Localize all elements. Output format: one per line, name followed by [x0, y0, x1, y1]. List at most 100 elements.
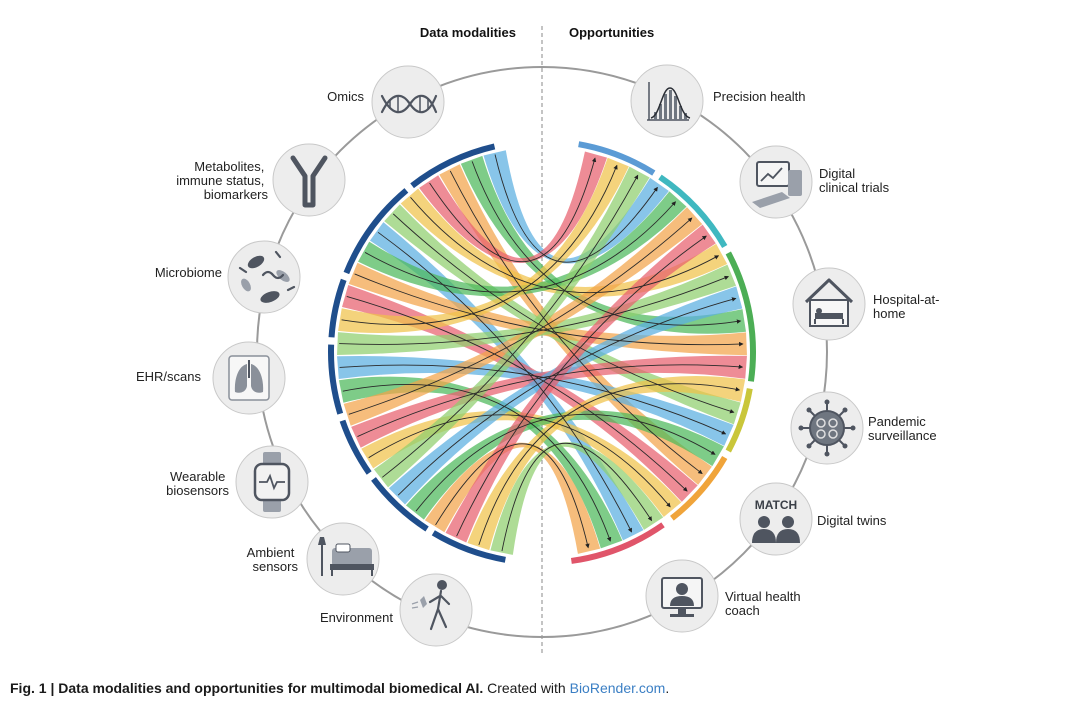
chord-arrow	[339, 364, 727, 435]
chord-ribbon	[373, 166, 650, 488]
label-coach: Virtual health coach	[725, 589, 804, 618]
match-text: MATCH	[755, 498, 797, 512]
label-trials: Digital clinical trials	[819, 166, 890, 195]
label-wearable: Wearable biosensors	[166, 469, 229, 498]
opportunity-node-coach: Virtual health coach	[645, 559, 804, 633]
chord-arrow	[429, 157, 597, 263]
opportunity-node-trials: Digital clinical trials	[739, 145, 890, 219]
modality-arc-segment	[328, 344, 344, 415]
label-ehr: EHR/scans	[136, 369, 202, 384]
modality-node-wearable: Wearable biosensors	[166, 445, 309, 519]
chord-arrow	[435, 443, 590, 549]
opportunity-arc-segments	[570, 141, 756, 564]
chord-ribbon	[358, 191, 687, 297]
chord-arrow	[397, 297, 737, 496]
chord-ribbon	[419, 151, 608, 264]
chord-arrow	[382, 174, 639, 478]
video-call-icon	[661, 577, 703, 617]
chord-ribbon	[400, 188, 728, 297]
header-opportunities: Opportunities	[569, 25, 654, 40]
opportunity-node-precision: Precision health	[630, 64, 806, 138]
chord-arrow	[348, 217, 693, 415]
label-twins: Digital twins	[817, 513, 887, 528]
caption-end: .	[665, 680, 670, 696]
chord-ribbon	[467, 375, 746, 551]
figure-caption: Fig. 1 | Data modalities and opportuniti…	[10, 680, 669, 696]
chord-arrow	[478, 383, 741, 546]
label-metabolites: Metabolites, immune status, biomarkers	[176, 159, 268, 202]
modality-node-ambient: Ambient sensors	[247, 522, 380, 596]
modality-arc-segment	[410, 143, 496, 189]
chord-arrow	[456, 235, 707, 537]
house-bed-icon	[804, 278, 854, 327]
person-walking-icon	[411, 580, 451, 631]
opportunity-arc-segment	[725, 388, 753, 453]
opportunity-node-twins: MATCH Digital twins	[739, 482, 887, 556]
opportunity-arc-segment	[578, 141, 656, 176]
chord-ribbon	[341, 285, 698, 502]
chord-ribbon	[369, 222, 644, 541]
chord-arrow	[471, 161, 742, 326]
chord-arrow	[494, 154, 658, 263]
chord-arrow	[342, 384, 612, 542]
chord-ribbon	[338, 376, 623, 549]
caption-title: Fig. 1 | Data modalities and opportuniti…	[10, 680, 484, 696]
chord-ribbon	[439, 164, 712, 485]
chord-ribbon	[337, 264, 737, 355]
chord-ribbon	[338, 157, 629, 334]
opportunity-node-hospital: Hospital-at- home	[792, 267, 943, 341]
chord-ribbon	[424, 442, 601, 554]
label-microbiome: Microbiome	[155, 265, 222, 280]
chord-diagram	[337, 150, 747, 555]
opportunity-node-pandemic: Pandemic surveillance	[790, 391, 937, 465]
chord-arrow	[339, 275, 730, 345]
modality-node-microbiome: Microbiome	[155, 240, 301, 314]
twins-match-icon: MATCH	[752, 498, 800, 543]
dna-helix-icon	[380, 94, 438, 114]
caption-text: Created with	[483, 680, 570, 696]
modality-arc-segments	[328, 143, 506, 563]
chord-arrow	[354, 273, 744, 347]
distribution-chart-icon	[647, 82, 691, 121]
modality-arc-segment	[343, 188, 409, 275]
virus-icon	[798, 399, 856, 457]
label-omics: Omics	[327, 89, 364, 104]
label-precision: Precision health	[713, 89, 806, 104]
label-hospital: Hospital-at- home	[873, 292, 943, 321]
modality-node-environment: Environment	[320, 573, 473, 647]
modality-node-omics: Omics	[327, 65, 445, 139]
opportunity-arc-segment	[670, 455, 728, 521]
label-environment: Environment	[320, 610, 393, 625]
chord-arrow	[410, 197, 720, 294]
chord-ribbon	[490, 442, 664, 555]
chord-arrow	[364, 201, 677, 293]
chord-ribbon	[445, 224, 716, 543]
chord-arrow	[501, 442, 653, 552]
bed-lamp-icon	[318, 537, 374, 576]
label-pandemic: Pandemic surveillance	[868, 414, 937, 443]
lung-scan-icon	[228, 355, 270, 401]
chord-ribbon	[361, 410, 682, 517]
chord-arrow	[368, 414, 671, 508]
chord-arrow	[377, 231, 632, 533]
chord-arrow	[357, 364, 744, 437]
opportunity-arc-segment	[725, 251, 756, 382]
modality-arc-segment	[328, 278, 347, 338]
chord-arrow	[415, 413, 716, 512]
modality-arc-segment	[339, 419, 372, 475]
antibody-icon	[290, 155, 328, 208]
label-ambient: Ambient sensors	[247, 545, 299, 574]
biorender-link[interactable]: BioRender.com	[569, 680, 666, 696]
smartwatch-icon	[253, 452, 291, 512]
bacteria-icon	[238, 250, 296, 303]
modality-node-metabolites: Metabolites, immune status, biomarkers	[176, 143, 346, 217]
chord-arrow	[392, 213, 735, 414]
chord-ribbon	[405, 410, 724, 520]
chord-ribbon	[348, 262, 747, 356]
modality-node-ehr: EHR/scans	[136, 341, 286, 415]
chord-ribbon	[483, 150, 669, 264]
opportunity-arc-segment	[658, 174, 728, 249]
monitor-chart-icon	[752, 161, 802, 208]
chord-ribbon	[460, 155, 746, 334]
